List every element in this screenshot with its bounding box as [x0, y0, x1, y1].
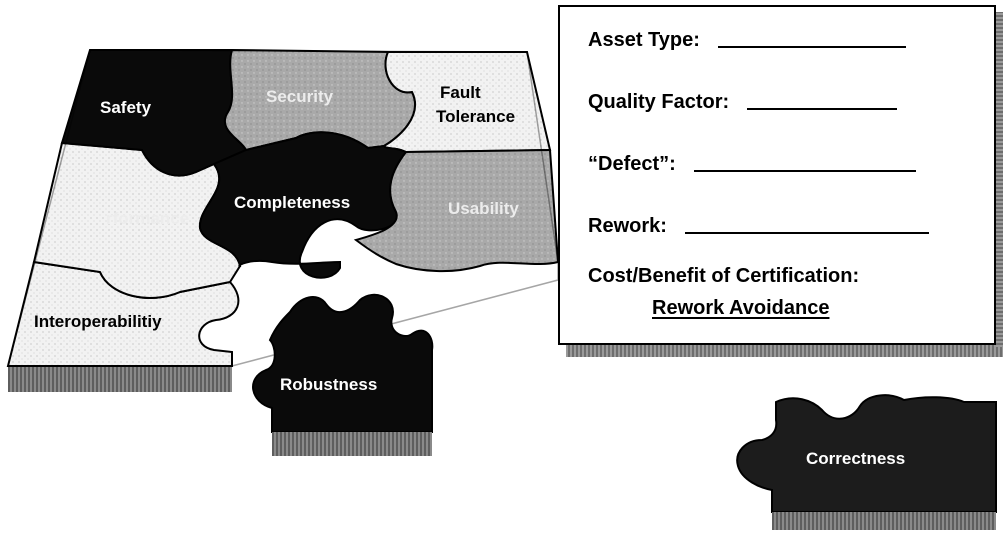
fault-tolerance-label-line2: Tolerance	[436, 107, 515, 126]
form-shadow-bottom	[566, 345, 1003, 357]
performance-label: rformance	[106, 209, 189, 228]
completeness-label: Completeness	[234, 193, 350, 212]
asset-type-label: Asset Type:	[588, 29, 700, 51]
correctness-label: Correctness	[806, 449, 905, 468]
certification-form-card: Asset Type: Quality Factor: “Defect”: Re…	[558, 5, 996, 345]
completeness-piece	[198, 131, 408, 279]
security-label: Security	[266, 87, 334, 106]
rework-row: Rework:	[588, 215, 929, 238]
board-edge	[8, 366, 232, 392]
fault-tolerance-label-line1: Fault	[440, 83, 481, 102]
quality-factor-row: Quality Factor:	[588, 91, 898, 114]
defect-blank	[693, 169, 916, 172]
form-shadow-side	[996, 12, 1003, 347]
robustness-edge	[272, 432, 432, 456]
rework-blank	[684, 231, 929, 234]
asset-type-row: Asset Type:	[588, 29, 906, 52]
asset-type-blank	[717, 45, 906, 48]
quality-factor-label: Quality Factor:	[588, 91, 730, 113]
cost-benefit-row: Cost/Benefit of Certification:	[588, 265, 859, 288]
quality-factor-blank	[747, 107, 898, 110]
defect-label: “Defect”:	[588, 153, 676, 175]
usability-piece	[353, 148, 560, 273]
rework-avoidance-text: Rework Avoidance	[652, 297, 830, 319]
cost-benefit-label: Cost/Benefit of Certification:	[588, 265, 860, 287]
usability-label: Usability	[448, 199, 519, 218]
robustness-piece	[252, 293, 434, 433]
interoperability-label: Interoperabilitiy	[34, 312, 162, 331]
rework-label: Rework:	[588, 215, 667, 237]
correctness-edge	[772, 512, 996, 530]
safety-label: Safety	[100, 98, 152, 117]
defect-row: “Defect”:	[588, 153, 916, 176]
correctness-piece	[736, 394, 997, 513]
robustness-label: Robustness	[280, 375, 377, 394]
